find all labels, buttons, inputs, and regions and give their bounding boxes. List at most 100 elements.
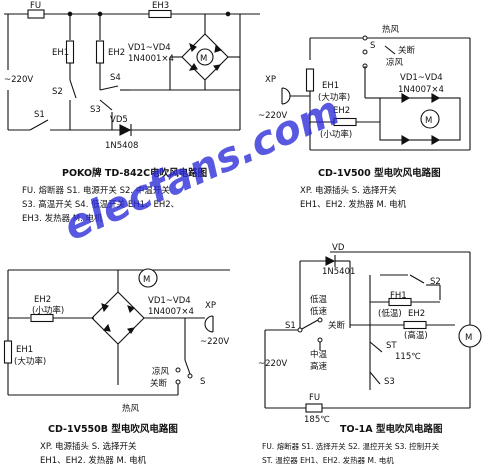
s1-label: S1 bbox=[285, 321, 296, 331]
selector-switch-s bbox=[184, 359, 191, 375]
selector-switch-s1 bbox=[299, 319, 319, 331]
motor-m bbox=[138, 268, 158, 288]
diode-vd5 bbox=[119, 124, 132, 136]
diode-label: 1N4001×4 bbox=[128, 54, 174, 64]
eh2-label: EH2 bbox=[408, 309, 425, 319]
heater-eh2 bbox=[95, 40, 105, 64]
vd-label: VD1~VD4 bbox=[128, 43, 171, 53]
eh2-label: EH2 bbox=[333, 106, 350, 116]
low-label: 低温 bbox=[310, 294, 328, 305]
diode-label: 1N4007×4 bbox=[148, 307, 194, 317]
s2-label: S2 bbox=[52, 87, 63, 97]
eh1-label: EH1 bbox=[322, 81, 339, 91]
diagram-poko-td842c: FU EH3 ~220V EH1 S2 EH2 S4 S3 VD1~VD4 1N… bbox=[4, 1, 260, 224]
s-label: S bbox=[370, 41, 375, 51]
fu-label: FU bbox=[309, 393, 320, 403]
heater-fh1 bbox=[388, 297, 412, 307]
legend4-line1: FU. 熔断器 S1. 选择开关 S2. 温控开关 S3. 控制开关 bbox=[262, 441, 440, 451]
heater-eh2 bbox=[403, 320, 427, 330]
legend3-line1: XP. 电源插头 S. 选择开关 bbox=[40, 441, 137, 452]
eh1-label: EH1 bbox=[16, 345, 33, 355]
eh2-label: EH2 bbox=[34, 295, 51, 305]
volt-label: ~220V bbox=[258, 359, 287, 369]
vd-label: VD bbox=[332, 243, 345, 253]
switch-s2 bbox=[69, 79, 77, 99]
xp-label: XP bbox=[205, 301, 216, 311]
bridge-rectifier bbox=[91, 270, 145, 385]
eh1-sub-label: (大功率) bbox=[14, 356, 46, 367]
switch-s1 bbox=[29, 119, 49, 131]
legend1-line1: FU. 熔断器 S1. 电源开关 S2. 中温开关 bbox=[22, 185, 170, 196]
switch-s2 bbox=[409, 274, 425, 284]
mid-label: 中温 bbox=[310, 349, 328, 360]
st-label: ST bbox=[386, 341, 397, 351]
off-label: 关断 bbox=[398, 45, 416, 56]
high-speed-label: 高速 bbox=[310, 361, 328, 372]
motor-label: M bbox=[465, 333, 472, 343]
legend1-line3: EH3. 发热器 M. 电机 bbox=[22, 213, 103, 224]
volt-label: ~220V bbox=[200, 337, 229, 347]
motor-m bbox=[196, 48, 214, 66]
hot-label: 热风 bbox=[122, 403, 140, 414]
fu-temp-label: 185℃ bbox=[304, 415, 330, 425]
legend1-line2: S3. 高温开关 S4. 低温开关 EH1、EH2、 bbox=[22, 199, 179, 210]
diagram-cd-1v500: 热风 S 关断 凉风 EH1 (大功率) XP ~220V EH2 (小功率) … bbox=[258, 24, 471, 210]
fh1-sub-label: (低温) bbox=[378, 308, 402, 319]
eh2-sub-label: (高温) bbox=[404, 330, 428, 341]
fuse-fu bbox=[27, 9, 45, 19]
s-label: S bbox=[200, 377, 205, 387]
motor-label: M bbox=[143, 275, 150, 285]
cold-label: 凉风 bbox=[386, 57, 404, 68]
diode-label: 1N4007×4 bbox=[398, 85, 444, 95]
cold-label: 凉风 bbox=[152, 366, 170, 377]
st-temp-label: 115℃ bbox=[395, 352, 421, 362]
motor-m bbox=[420, 109, 440, 129]
volt-label: ~220V bbox=[4, 75, 33, 85]
diagram3-title: CD-1V550B 型电吹风电路图 bbox=[48, 423, 178, 435]
s1-label: S1 bbox=[34, 110, 45, 120]
eh2-sub-label: (小功率) bbox=[320, 129, 352, 140]
eh3-label: EH3 bbox=[152, 1, 169, 11]
s3-label: S3 bbox=[384, 377, 395, 387]
eh1-sub-label: (大功率) bbox=[318, 92, 350, 103]
diagram2-title: CD-1V500 型电吹风电路图 bbox=[318, 167, 441, 179]
heater-eh1 bbox=[3, 340, 13, 364]
fu-label: FU bbox=[30, 1, 41, 11]
selector-switch-s bbox=[384, 45, 396, 55]
bridge-rectifier bbox=[379, 93, 461, 145]
switch-s4 bbox=[99, 85, 119, 91]
motor-label: M bbox=[425, 116, 432, 126]
heater-eh1 bbox=[305, 68, 315, 92]
diagram1-title: POKO牌 TD-842C电吹风电路图 bbox=[62, 167, 207, 179]
heater-eh2 bbox=[30, 313, 54, 323]
heater-eh3 bbox=[148, 9, 172, 19]
diagram-cd-1v550b: M EH2 (小功率) EH1 (大功率) VD1~VD4 1N4007×4 X… bbox=[3, 268, 230, 466]
vd5-label: VD5 bbox=[110, 115, 128, 125]
off-label: 关断 bbox=[328, 320, 346, 331]
vd5-part-label: 1N5408 bbox=[105, 141, 138, 151]
legend4-line2: ST. 温控器 EH1、EH2. 发热器 M. 电机 bbox=[262, 455, 394, 465]
bridge-rectifier bbox=[169, 14, 241, 130]
diagram4-title: TO-1A 型电吹风电路图 bbox=[340, 423, 442, 435]
volt-label: ~220V bbox=[258, 111, 287, 121]
switch-s3 bbox=[369, 371, 381, 385]
eh2-label: EH2 bbox=[108, 48, 125, 58]
vd-label: VD1~VD4 bbox=[148, 296, 191, 306]
off-label: 关断 bbox=[150, 378, 168, 389]
eh1-label: EH1 bbox=[52, 48, 69, 58]
thermostat-st bbox=[369, 341, 383, 353]
s3-label: S3 bbox=[90, 105, 101, 115]
diode-vd bbox=[325, 255, 336, 267]
plug-xp bbox=[204, 315, 214, 333]
plug-xp bbox=[281, 87, 291, 105]
motor-label: M bbox=[200, 54, 207, 64]
s2-label: S2 bbox=[430, 277, 441, 287]
fh1-label: FH1 bbox=[390, 291, 407, 301]
xp-label: XP bbox=[265, 75, 276, 85]
legend3-line2: EH1、EH2. 发热器 M. 电机 bbox=[40, 455, 147, 466]
fuse-fu bbox=[305, 403, 323, 413]
switch-s3 bbox=[99, 99, 113, 111]
s4-label: S4 bbox=[110, 73, 121, 83]
legend2-line2: EH1、EH2. 发热器 M. 电机 bbox=[300, 199, 407, 210]
